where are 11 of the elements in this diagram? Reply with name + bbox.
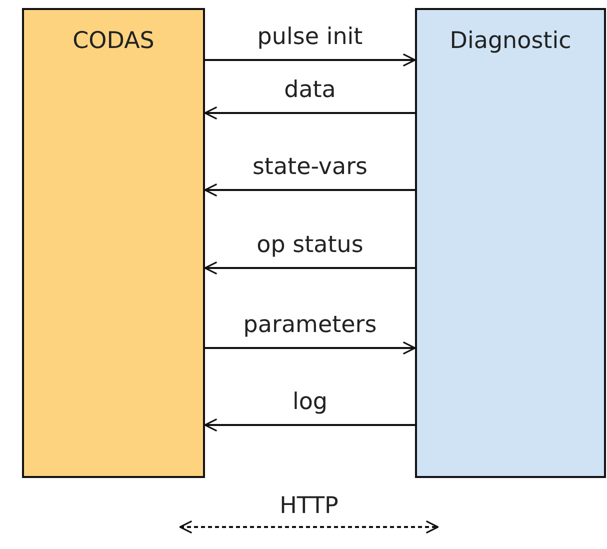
system-box (22, 8, 205, 478)
arrow (205, 53, 416, 67)
system-name: CODAS (72, 27, 154, 56)
legend-label: HTTP (280, 492, 338, 520)
arrow (204, 183, 415, 197)
system-name: Diagnostic (450, 27, 572, 56)
system-box (415, 8, 606, 478)
arrow (204, 418, 415, 432)
arrow (205, 341, 416, 355)
arrow (204, 106, 415, 120)
arrow (204, 261, 415, 275)
